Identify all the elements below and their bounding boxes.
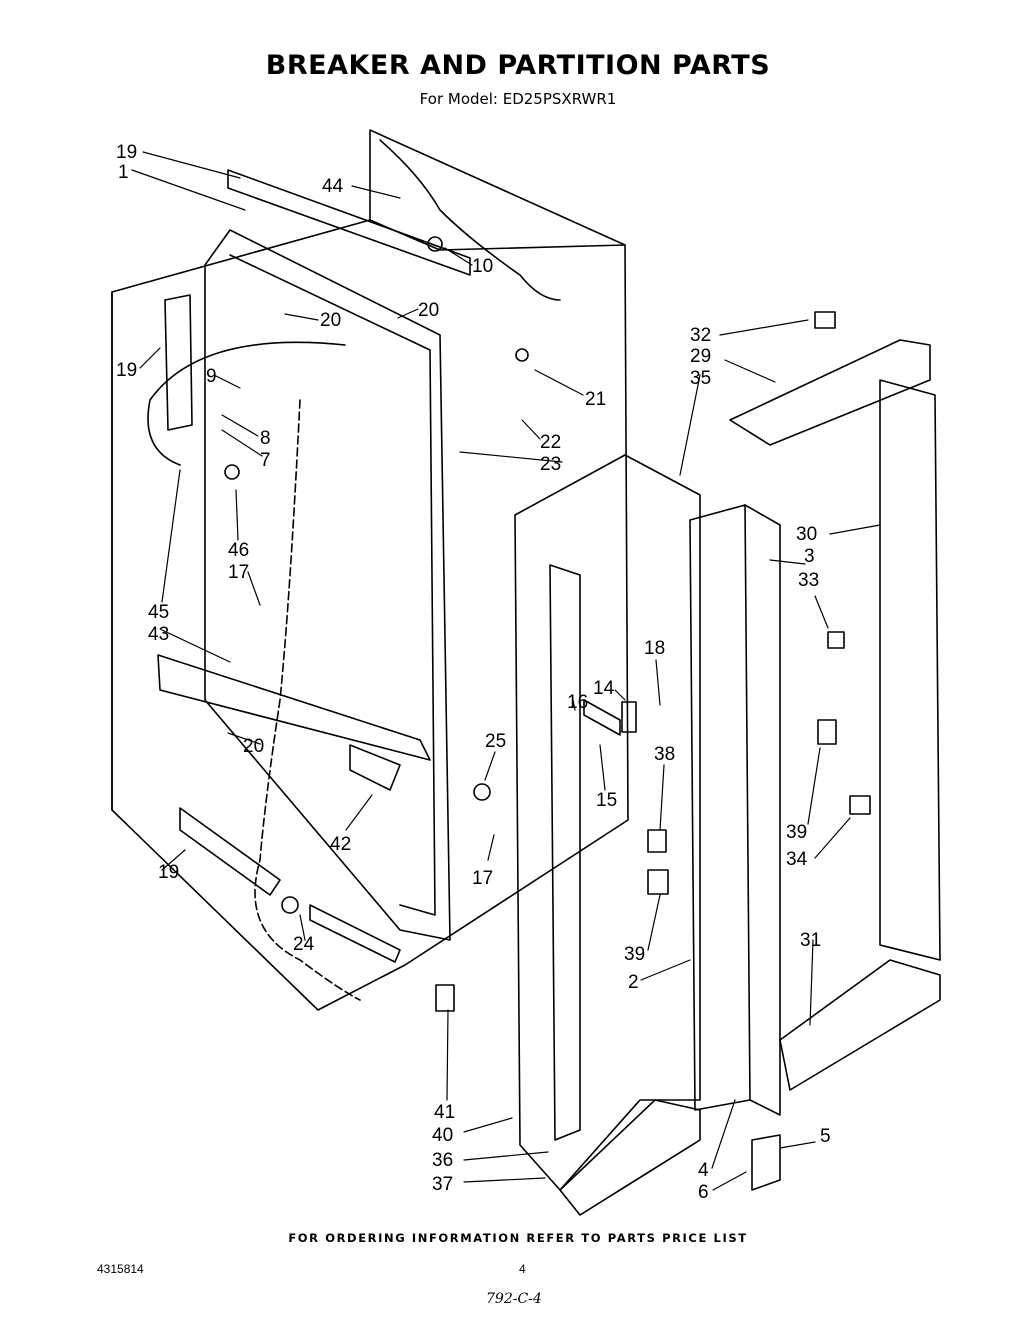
callout: 39 <box>786 822 807 843</box>
callout: 1 <box>118 162 129 183</box>
callout: 5 <box>820 1126 831 1147</box>
part-46-plug <box>224 464 240 480</box>
callout: 19 <box>116 142 137 163</box>
callout: 41 <box>434 1102 455 1123</box>
callout: 6 <box>698 1182 709 1203</box>
callout: 3 <box>804 546 815 567</box>
callout: 40 <box>432 1125 453 1146</box>
right-frame <box>879 379 941 961</box>
callout: 39 <box>624 944 645 965</box>
callout: 9 <box>206 366 217 387</box>
callout: 30 <box>796 524 817 545</box>
mullion-bottom-rail <box>559 1099 701 1216</box>
center-post <box>689 504 751 1111</box>
callout: 20 <box>243 736 264 757</box>
divider-strip <box>157 654 431 761</box>
callout: 16 <box>567 692 588 713</box>
callout: 4 <box>698 1160 709 1181</box>
wire-harness-left <box>147 341 346 466</box>
part-41-tab <box>435 984 455 1012</box>
callout: 7 <box>260 450 271 471</box>
callout: 19 <box>116 360 137 381</box>
part-21-clip <box>515 348 529 362</box>
center-post-side <box>744 504 781 1116</box>
right-top-cap <box>729 339 931 446</box>
callout: 10 <box>472 256 493 277</box>
callout: 19 <box>158 862 179 883</box>
callout: 44 <box>322 176 344 197</box>
part-10-plug <box>427 236 443 252</box>
callout: 23 <box>540 454 561 475</box>
callout: 36 <box>432 1150 453 1171</box>
breaker-inner <box>229 254 436 916</box>
callout: 25 <box>485 731 506 752</box>
breaker-frame <box>204 229 451 941</box>
callout: 18 <box>644 638 665 659</box>
mullion-inner <box>549 564 581 1141</box>
callout: 15 <box>596 790 617 811</box>
callout: 2 <box>628 972 639 993</box>
part-34-clip <box>849 795 871 815</box>
callout: 35 <box>690 368 711 389</box>
callout: 42 <box>330 834 351 855</box>
mullion-frame <box>514 454 701 1191</box>
callout: 38 <box>654 744 675 765</box>
callout: 20 <box>418 300 439 321</box>
left-trim <box>164 294 193 431</box>
callout: 21 <box>585 389 606 410</box>
callout: 31 <box>800 930 821 951</box>
part-32-clip <box>814 311 836 329</box>
top-trim-strip <box>227 169 471 276</box>
callout: 14 <box>593 678 615 699</box>
ordering-note: FOR ORDERING INFORMATION REFER TO PARTS … <box>288 1231 748 1245</box>
wire-harness-center <box>254 399 361 1001</box>
part-5-bracket <box>751 1134 781 1191</box>
divider-ext <box>349 744 401 791</box>
leader-lines <box>131 151 881 1191</box>
callout: 22 <box>540 432 561 453</box>
callout: 32 <box>690 325 711 346</box>
bottom-trim <box>179 807 281 896</box>
wire-harness-top <box>379 139 561 301</box>
callout: 34 <box>786 849 808 870</box>
handwritten-code: 792-C-4 <box>486 1291 542 1307</box>
model-subtitle: For Model: ED25PSXRWR1 <box>419 90 617 108</box>
part-38-clip <box>647 829 667 853</box>
callout: 33 <box>798 570 819 591</box>
callout: 20 <box>320 310 341 331</box>
callout: 45 <box>148 602 169 623</box>
bottom-trim-2 <box>309 904 401 963</box>
callout: 17 <box>228 562 249 583</box>
part-25-screw <box>473 783 491 801</box>
callout: 24 <box>293 934 315 955</box>
document-number: 4315814 <box>97 1262 144 1276</box>
callout-labels: 19 1 44 10 20 20 19 9 8 7 46 17 45 43 20… <box>116 142 831 1203</box>
page-number: 4 <box>519 1262 526 1276</box>
part-33-clip <box>827 631 845 649</box>
page-title: BREAKER AND PARTITION PARTS <box>265 50 771 81</box>
right-bottom-rail <box>779 959 941 1091</box>
part-39b-switch <box>647 869 669 895</box>
callout: 43 <box>148 624 169 645</box>
callout: 29 <box>690 346 711 367</box>
part-14-bracket <box>621 701 637 733</box>
callout: 17 <box>472 868 493 889</box>
callout: 8 <box>260 428 271 449</box>
part-15-bracket <box>583 699 621 736</box>
part-24-screw <box>281 896 299 914</box>
callout: 37 <box>432 1174 453 1195</box>
part-39-switch <box>817 719 837 745</box>
callout: 46 <box>228 540 249 561</box>
